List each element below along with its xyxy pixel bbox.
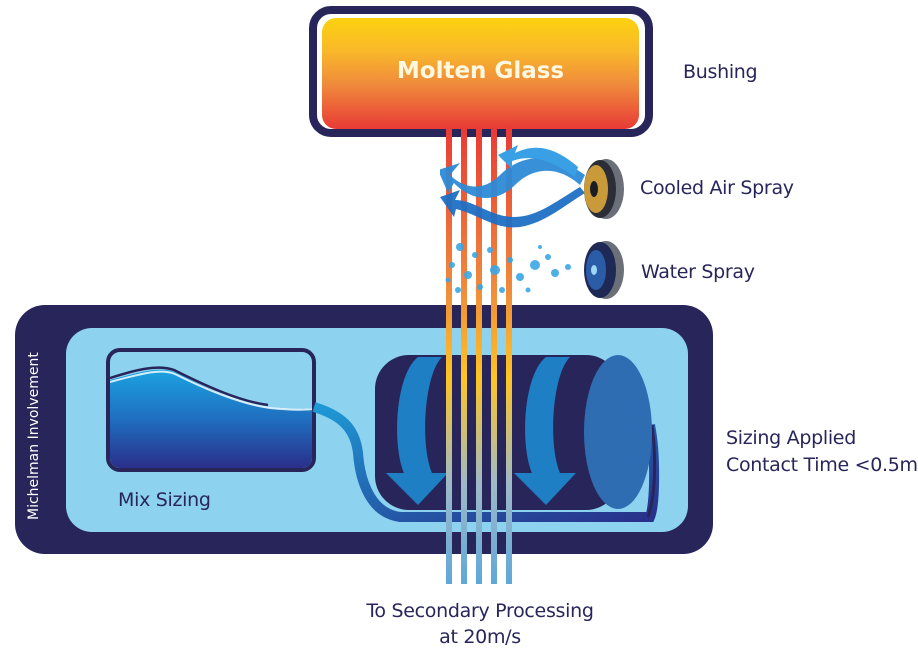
- speed-label: at 20m/s: [439, 626, 521, 648]
- glass-fibers: [446, 128, 512, 584]
- cooled-air-flow: [440, 145, 585, 228]
- glass-fiber: [446, 128, 452, 584]
- glass-fiber: [461, 128, 467, 584]
- spray-nozzle-icon: [584, 241, 624, 299]
- rotation-arrow-left: [386, 357, 448, 505]
- glass-fiber: [506, 128, 512, 584]
- sizing-applicator: [312, 355, 660, 522]
- water-spray-label: Water Spray: [641, 261, 755, 283]
- fan-nozzle-icon: [584, 159, 624, 219]
- sizing-applied-label: Sizing Applied: [726, 427, 856, 449]
- sizing-liquid-wave: [110, 366, 312, 468]
- bushing-label: Bushing: [683, 61, 758, 83]
- michelman-involvement-label: Michelman Involvement: [26, 352, 42, 520]
- cooled-air-spray-label: Cooled Air Spray: [640, 177, 794, 199]
- secondary-processing-label: To Secondary Processing: [366, 600, 594, 622]
- roller-end-cap: [584, 355, 652, 509]
- rotation-arrow-right: [514, 357, 576, 505]
- mix-sizing-label: Mix Sizing: [118, 489, 211, 511]
- contact-time-label: Contact Time <0.5ms: [726, 454, 918, 476]
- glass-fiber: [491, 128, 497, 584]
- molten-glass-box: [322, 18, 639, 129]
- molten-glass-label: Molten Glass: [396, 58, 565, 84]
- water-spray-droplets: [445, 243, 571, 293]
- glass-fiber: [476, 128, 482, 584]
- mix-sizing-tank: [106, 348, 316, 472]
